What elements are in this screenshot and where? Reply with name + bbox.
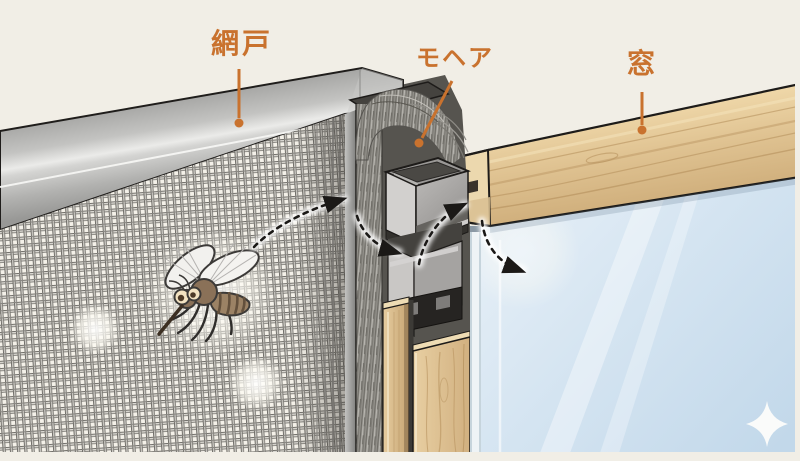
label-screen: 網戸 xyxy=(211,27,274,60)
wood-frame-shadow xyxy=(490,177,800,233)
mosquito-proboscis xyxy=(157,304,184,336)
screen-frame-side-edge xyxy=(345,110,357,453)
bottom-margin xyxy=(0,452,800,461)
rail-shadow-gap xyxy=(409,300,414,453)
arrow-under-mohair xyxy=(355,214,403,257)
glass-edge xyxy=(470,226,481,453)
arrow-through-mesh-edge xyxy=(252,195,348,249)
mesh-glow-spot xyxy=(69,303,121,355)
mohair-brush xyxy=(355,88,469,453)
mesh-edge-rails xyxy=(316,115,341,453)
glass-reflection-streak xyxy=(540,167,676,453)
dotted-arrow-path xyxy=(250,195,527,274)
window-wood-frame xyxy=(448,82,800,233)
wood-stile xyxy=(412,330,471,454)
right-margin xyxy=(795,0,800,461)
mohair-curl xyxy=(355,88,462,169)
arrow-into-room xyxy=(480,219,527,274)
mosquito-wings xyxy=(164,242,260,290)
mesh-glow-spot xyxy=(228,355,284,411)
label-mohair: モヘア xyxy=(416,44,494,72)
label-pointers xyxy=(234,69,647,148)
channel-opening xyxy=(391,161,462,183)
glass-reflection-streak xyxy=(600,162,709,453)
label-pointer-mohair xyxy=(420,80,454,139)
wood-parting-rail xyxy=(382,296,410,454)
label-window: 窓 xyxy=(627,47,659,80)
sparkle-icon xyxy=(746,401,788,447)
mosquito-icon xyxy=(157,242,260,343)
